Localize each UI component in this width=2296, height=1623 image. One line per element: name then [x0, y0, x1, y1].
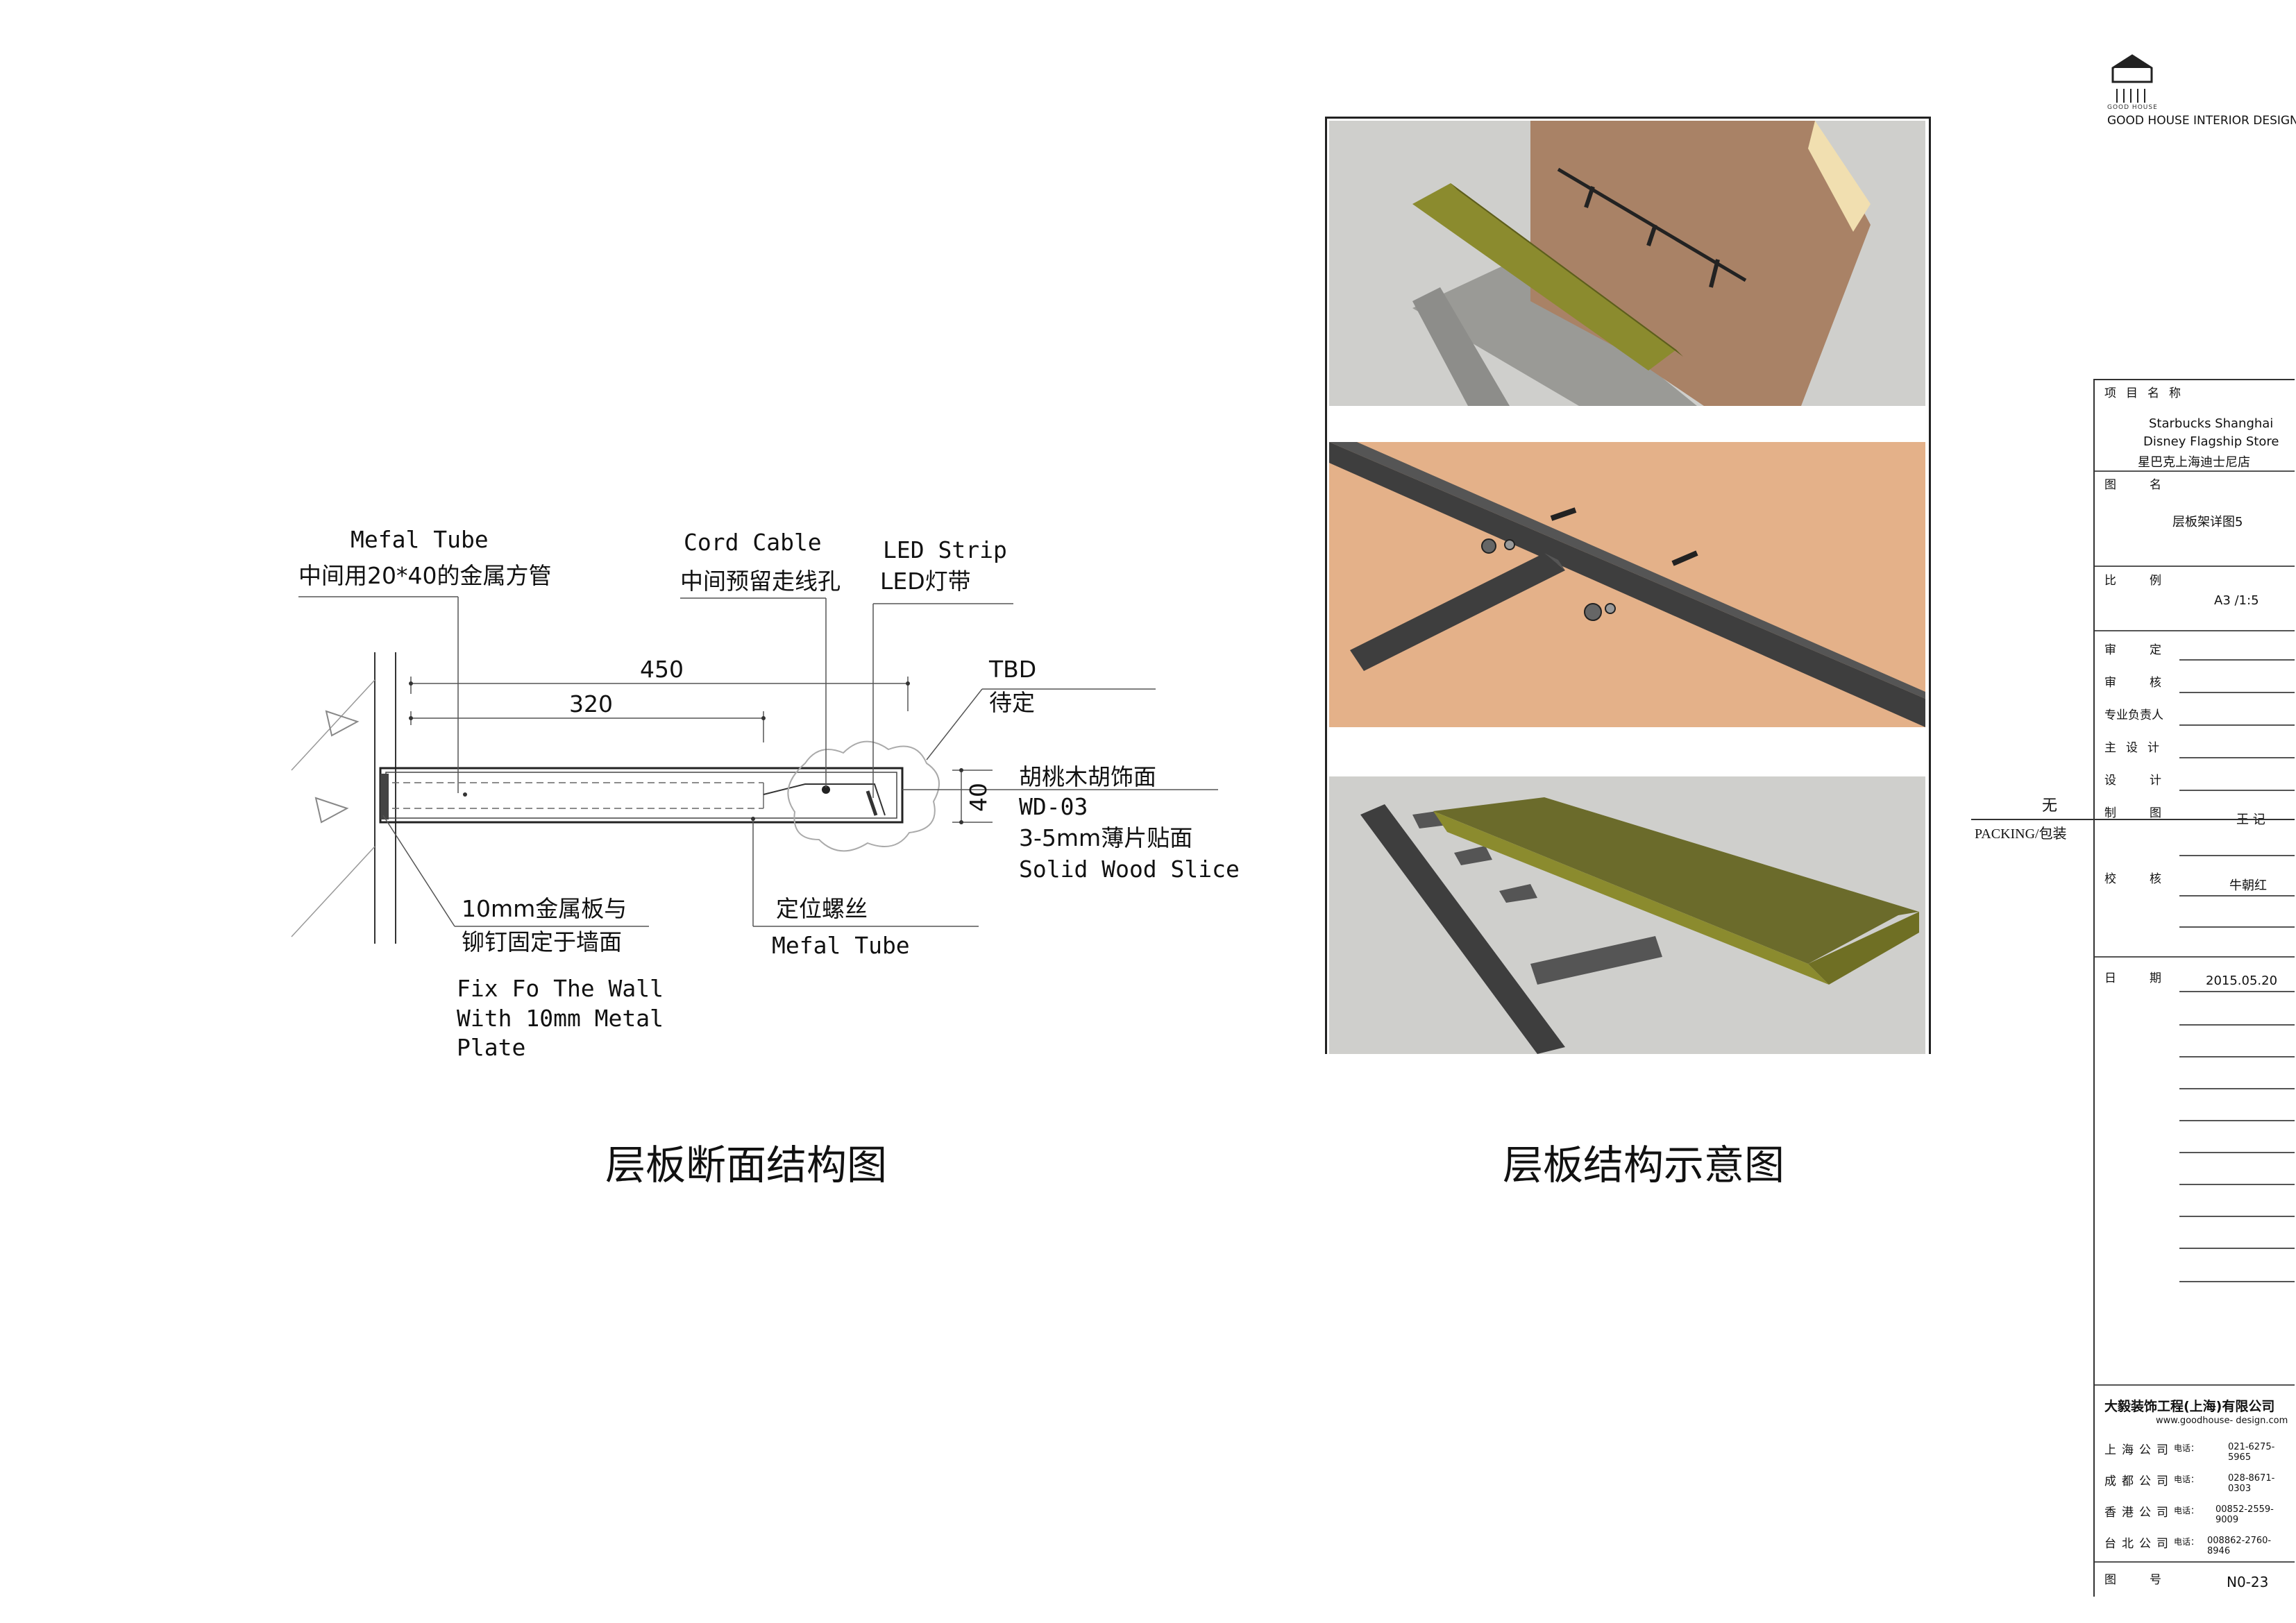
project-key: 项目名称: [2104, 386, 2191, 400]
row-rule: [2095, 630, 2295, 631]
company-website: www.goodhouse- design.com: [2156, 1416, 2288, 1426]
screw-label-cn: 定位螺丝: [776, 895, 868, 922]
schematic-panel-wall-mount: [1329, 121, 1925, 406]
dimension-tube: 320: [569, 690, 613, 717]
section-drawing: [291, 596, 1218, 944]
led-strip-label-en: LED Strip: [883, 536, 1007, 563]
schematic-panel-bracket: [1329, 442, 1925, 727]
row-rule: [2179, 692, 2295, 693]
led-strip-label-cn: LED灯带: [880, 568, 971, 595]
company-tag: GOOD HOUSE INTERIOR DESIGN: [2107, 114, 2296, 128]
office-row: 成都公司 电话： 028-8671-0303: [2104, 1471, 2292, 1494]
row-rule: [2179, 659, 2295, 661]
slice-label-en: Solid Wood Slice: [1019, 856, 1240, 883]
cord-cable-label-cn: 中间预留走线孔: [680, 568, 841, 595]
drawing-key: 图名: [2104, 478, 2195, 492]
schematic-frame: [1325, 117, 1931, 1054]
row-rule: [2179, 855, 2295, 856]
office-row: 台北公司 电话： 008862-2760-8946: [2104, 1533, 2292, 1556]
scale-key: 比例: [2104, 574, 2195, 588]
row-rule: [2095, 956, 2295, 958]
office-phone: 008862-2760-8946: [2207, 1536, 2272, 1556]
row-rule: [2095, 1384, 2295, 1386]
house-logo-icon: [2111, 54, 2153, 103]
office-city: 成都公司: [2104, 1475, 2174, 1488]
row-rule: [2179, 1248, 2295, 1249]
packing-rule: [1971, 819, 2295, 820]
plate-label-en-1: Fix Fo The Wall: [457, 975, 664, 1002]
row-rule: [2179, 1056, 2295, 1057]
cord-cable-label-en: Cord Cable: [684, 529, 822, 556]
company-name: 大毅装饰工程(上海)有限公司: [2104, 1399, 2275, 1414]
office-city: 香港公司: [2104, 1506, 2174, 1520]
tbd-label-cn: 待定: [989, 689, 1035, 716]
proof-key: 校核: [2104, 872, 2195, 886]
schematic-panel-assembled: [1329, 776, 1925, 1054]
date-key: 日期: [2104, 971, 2195, 985]
row-rule: [2179, 1152, 2295, 1153]
row-rule: [2179, 926, 2295, 928]
row-rule: [2179, 1184, 2295, 1185]
schematic-caption: 层板结构示意图: [1503, 1141, 1785, 1189]
office-row: 上海公司 电话： 021-6275-5965: [2104, 1440, 2292, 1463]
plate-label-cn-2: 铆钉固定于墙面: [462, 928, 622, 955]
office-row: 香港公司 电话： 00852-2559-9009: [2104, 1502, 2292, 1525]
metal-tube-label-cn: 中间用20*40的金属方管: [298, 562, 552, 589]
side-note-2: PACKING/包装: [1975, 826, 2067, 842]
drawing-name: 层板架详图5: [2172, 515, 2243, 529]
section-caption: 层板断面结构图: [605, 1141, 888, 1189]
plate-label-cn-1: 10mm金属板与: [462, 895, 627, 922]
tbd-label-en: TBD: [989, 656, 1037, 683]
row-rule: [2179, 1024, 2295, 1026]
metal-tube-label-en: Mefal Tube: [351, 526, 489, 553]
scale-value: A3 /1:5: [2214, 593, 2259, 608]
office-phone-label: 电话：: [2174, 1506, 2200, 1515]
row-rule: [2179, 895, 2295, 897]
office-phone-label: 电话：: [2174, 1443, 2200, 1453]
review-key: 审定: [2104, 643, 2195, 657]
plate-label-en-2: With 10mm Metal: [457, 1005, 664, 1032]
row-rule: [2179, 790, 2295, 791]
row-rule: [2179, 1281, 2295, 1282]
row-rule: [2095, 1561, 2295, 1563]
office-phone-label: 电话：: [2174, 1475, 2200, 1484]
row-rule: [2179, 1120, 2295, 1121]
side-note-1: 无: [2042, 797, 2058, 815]
row-rule: [2095, 566, 2295, 567]
design-key: 设计: [2104, 774, 2195, 788]
chief-key: 主设计: [2104, 741, 2169, 755]
office-city: 上海公司: [2104, 1443, 2174, 1457]
dimension-thickness: 40: [965, 783, 992, 812]
project-line-2: Disney Flagship Store: [2143, 434, 2279, 449]
office-phone-label: 电话：: [2174, 1537, 2200, 1547]
plate-label-en-3: Plate: [457, 1034, 526, 1061]
number-key: 图号: [2104, 1573, 2195, 1587]
office-phone: 021-6275-5965: [2228, 1442, 2275, 1463]
check-key: 审核: [2104, 676, 2195, 690]
title-block-top-rule: [2093, 379, 2295, 380]
office-phone: 028-8671-0303: [2228, 1473, 2275, 1494]
row-rule: [2095, 470, 2295, 472]
walnut-face-label: 胡桃木胡饰面: [1019, 763, 1156, 790]
project-line-1: Starbucks Shanghai: [2149, 416, 2274, 431]
walnut-code-label: WD-03: [1019, 793, 1088, 820]
row-rule: [2179, 1088, 2295, 1089]
row-rule: [2179, 724, 2295, 726]
title-block-border: [2093, 379, 2095, 1597]
row-rule: [2179, 757, 2295, 758]
number-value: N0-23: [2227, 1574, 2269, 1590]
row-rule: [2179, 991, 2295, 992]
office-phone: 00852-2559-9009: [2215, 1504, 2274, 1525]
date-value: 2015.05.20: [2206, 974, 2278, 988]
lead-key: 专业负责人: [2104, 708, 2163, 722]
row-rule: [2179, 1216, 2295, 1217]
proofer-name: 牛朝红: [2229, 878, 2267, 893]
project-line-3: 星巴克上海迪士尼店: [2138, 455, 2250, 470]
screw-label-en: Mefal Tube: [772, 932, 910, 959]
drafting-key: 制图: [2104, 806, 2195, 820]
dimension-overall: 450: [640, 656, 684, 683]
slice-label-cn: 3-5mm薄片贴面: [1019, 824, 1193, 851]
logo-text: GOOD HOUSE: [2107, 104, 2158, 111]
office-city: 台北公司: [2104, 1537, 2174, 1551]
